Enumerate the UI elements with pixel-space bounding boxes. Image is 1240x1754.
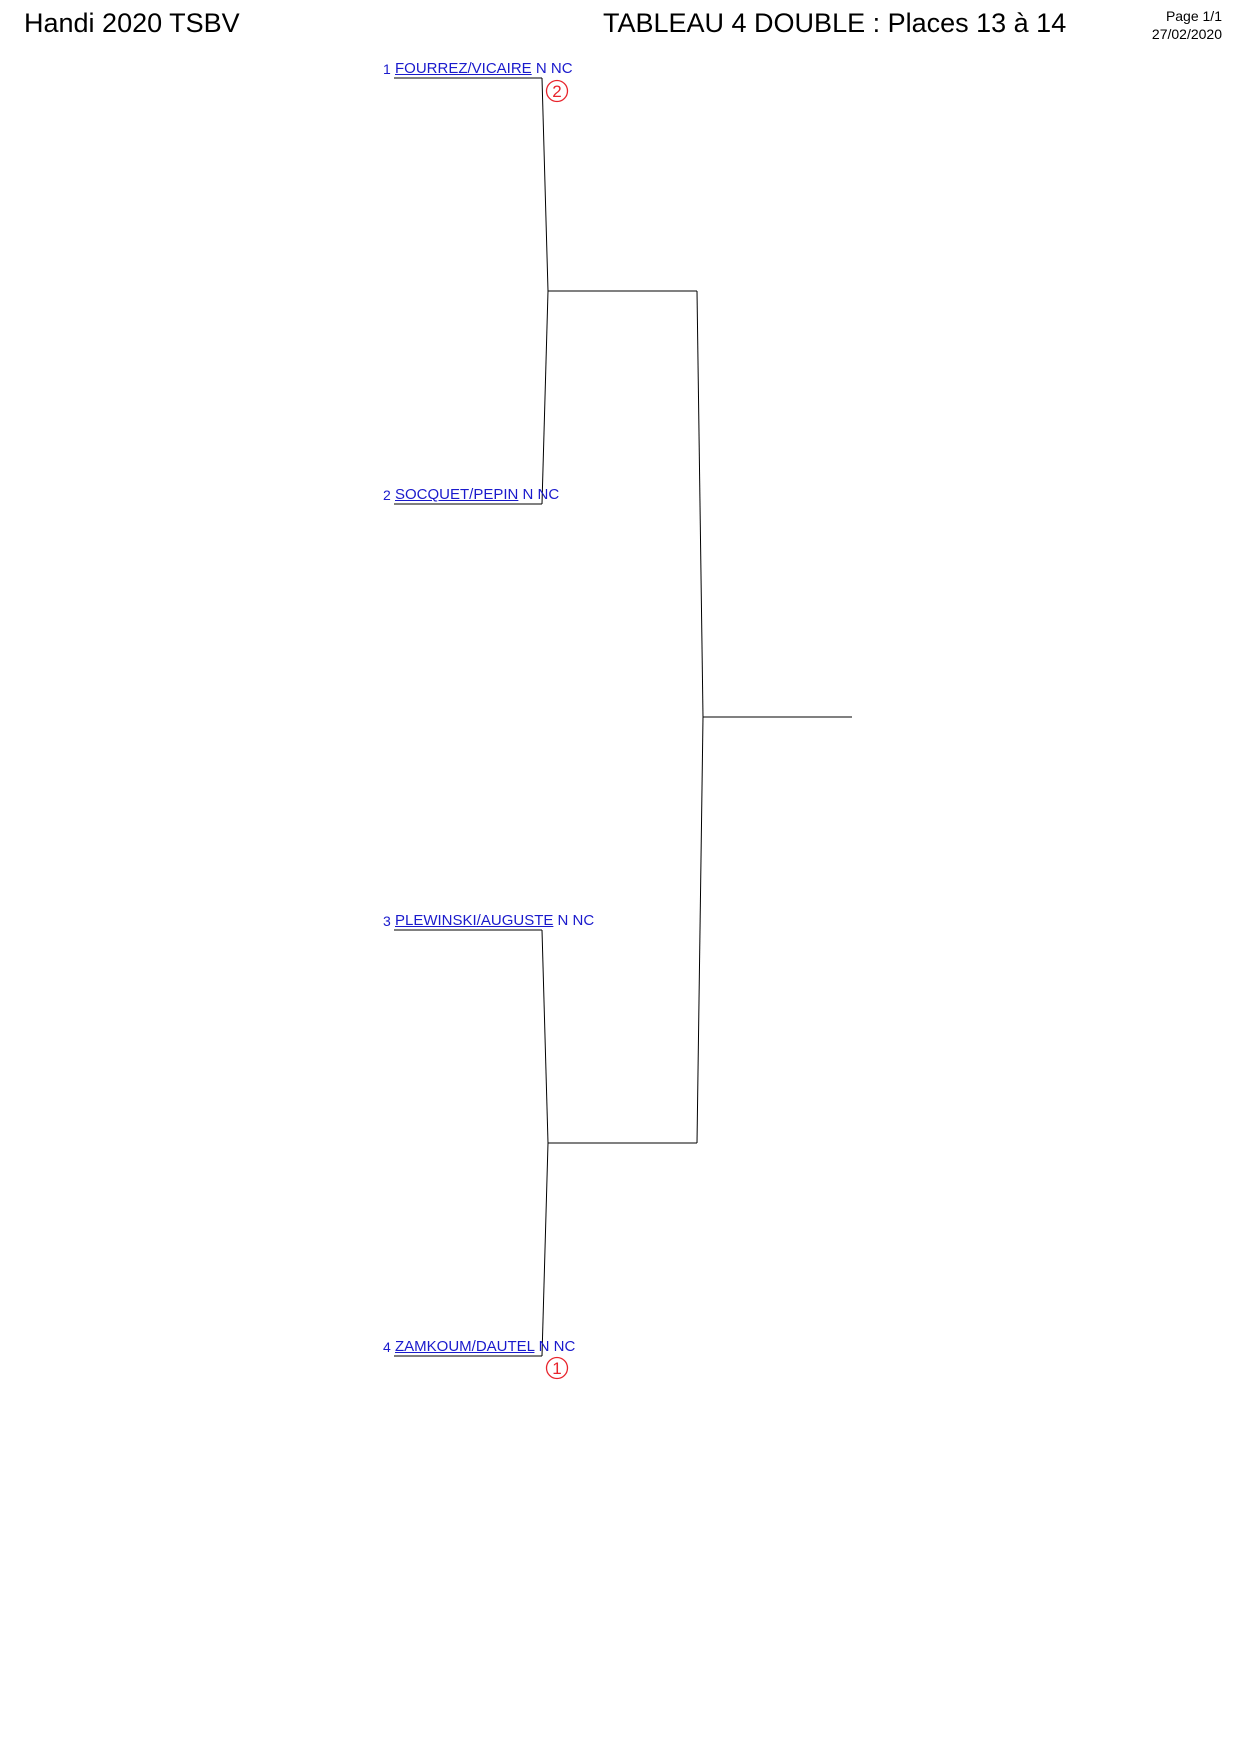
badge-entry-1-text: 2 xyxy=(552,82,561,101)
entry-seed: 1 xyxy=(383,61,391,77)
badge-entry-1: 2 xyxy=(545,79,569,103)
entry-team-link[interactable]: ZAMKOUM/DAUTEL xyxy=(395,1338,535,1355)
match-1-lower-connector xyxy=(541,290,549,505)
event-title: Handi 2020 TSBV xyxy=(24,8,240,38)
print-date: 27/02/2020 xyxy=(1151,26,1222,42)
entry-team-link[interactable]: PLEWINSKI/AUGUSTE xyxy=(395,912,554,929)
entry-class: N NC xyxy=(557,912,595,929)
entry-class: N NC xyxy=(535,60,573,77)
match-2-upper-connector xyxy=(541,929,549,1144)
match-1-upper-connector xyxy=(541,77,549,292)
badge-entry-4: 1 xyxy=(545,1356,569,1380)
entry-class: N NC xyxy=(538,1338,576,1355)
match-2-lower-connector xyxy=(541,1142,549,1357)
page-meta: Page 1/1 27/02/2020 xyxy=(1102,7,1222,43)
page-number: Page 1/1 xyxy=(1165,8,1222,24)
entry-seed: 4 xyxy=(383,1339,391,1355)
entry-class: N NC xyxy=(522,486,560,503)
badge-entry-4-text: 1 xyxy=(552,1359,561,1378)
final-lower-connector xyxy=(696,716,704,1144)
page-title: TABLEAU 4 DOUBLE : Places 13 à 14 xyxy=(603,8,1067,38)
entry-team-link[interactable]: FOURREZ/VICAIRE xyxy=(395,60,532,77)
entry-seed: 2 xyxy=(383,487,391,503)
final-upper-connector xyxy=(696,290,704,718)
entry-seed: 3 xyxy=(383,913,391,929)
entry-team-link[interactable]: SOCQUET/PEPIN xyxy=(395,486,519,503)
